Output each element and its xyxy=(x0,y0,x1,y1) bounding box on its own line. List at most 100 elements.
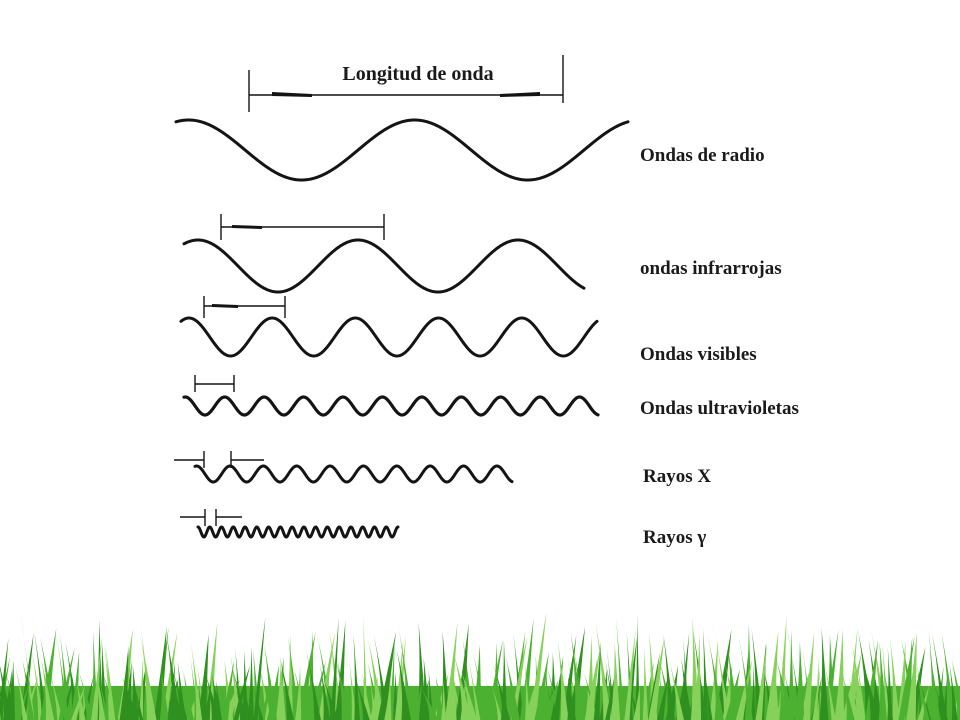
grass-blade xyxy=(605,671,616,720)
grass-blade xyxy=(367,638,385,720)
grass-blade xyxy=(707,633,724,720)
grass-blade xyxy=(231,665,248,720)
grass-blade xyxy=(279,655,294,720)
grass-blade xyxy=(204,672,220,720)
grass-blade xyxy=(473,653,488,720)
grass-blade xyxy=(803,632,815,720)
grass-blade xyxy=(868,639,883,720)
wave-label-radio: Ondas de radio xyxy=(640,145,765,166)
grass-blade xyxy=(642,646,649,720)
grass-blade xyxy=(183,671,194,720)
wave-label-infrared: ondas infrarrojas xyxy=(640,258,782,279)
grass-blade xyxy=(774,662,780,720)
grass-blade xyxy=(774,655,794,720)
grass-blade xyxy=(105,644,116,720)
grass-blade xyxy=(889,638,900,720)
grass-blade xyxy=(882,641,890,720)
wave-row-radio: Ondas de radio xyxy=(174,118,765,182)
grass-blade xyxy=(568,626,586,720)
grass-blade xyxy=(648,637,665,720)
grass-blade xyxy=(396,650,412,720)
grass-blade xyxy=(850,681,864,720)
grass-blade xyxy=(40,627,57,720)
grass-blade xyxy=(501,639,508,720)
visible-wave xyxy=(179,316,599,358)
grass-blade xyxy=(584,659,598,720)
grass-blade xyxy=(71,685,86,720)
grass-blade xyxy=(75,678,86,720)
grass-blade xyxy=(190,643,203,720)
grass-blade xyxy=(750,664,756,720)
grass-blade xyxy=(519,618,534,720)
grass-blade xyxy=(70,651,80,720)
header-label: Longitud de onda xyxy=(342,63,493,85)
grass-blade xyxy=(19,632,34,720)
grass-blade xyxy=(906,631,917,720)
grass-blade xyxy=(852,646,865,720)
header-arrow-left xyxy=(272,92,312,97)
grass-blade xyxy=(942,677,947,720)
infrared-arrow xyxy=(232,225,262,229)
grass-blade xyxy=(656,674,669,720)
grass-blade xyxy=(949,663,958,720)
grass-blade xyxy=(693,634,702,720)
grass-blade xyxy=(861,659,880,720)
grass-blade xyxy=(369,677,377,720)
visible-arrow xyxy=(212,304,238,308)
grass-blade xyxy=(725,668,740,720)
grass-blade xyxy=(633,684,640,720)
grass-blade xyxy=(738,635,753,720)
grass-blade xyxy=(812,668,821,720)
grass-blade xyxy=(319,664,331,720)
grass-blade xyxy=(524,663,531,720)
grass-blade xyxy=(221,660,235,720)
grass-blade xyxy=(253,617,266,720)
grass-blade xyxy=(397,621,414,720)
grass-blade xyxy=(31,646,44,720)
wave-label-gamma: Rayos γ xyxy=(643,527,706,548)
grass-blade xyxy=(205,622,218,720)
grass-blade xyxy=(647,652,660,720)
grass-blade xyxy=(58,647,75,720)
grass-blade xyxy=(610,642,621,720)
grass-blade xyxy=(31,613,48,720)
grass-blade xyxy=(668,658,684,720)
grass-blade xyxy=(211,673,222,720)
grass-blade xyxy=(119,645,129,720)
grass-blade xyxy=(82,674,94,720)
grass-blade xyxy=(529,612,547,720)
grass-blade xyxy=(336,660,351,720)
grass-blade xyxy=(544,679,557,720)
grass-blade xyxy=(330,618,339,720)
grass-blade xyxy=(353,634,360,720)
grass-blade xyxy=(794,641,805,720)
wave-label-ultraviolet: Ondas ultravioletas xyxy=(640,398,799,419)
grass-blade xyxy=(887,647,893,720)
grass-blade xyxy=(712,623,730,720)
grass-blade xyxy=(594,619,612,720)
grass-blade xyxy=(7,660,15,720)
grass-blade xyxy=(543,668,549,720)
grass-blade xyxy=(127,660,144,720)
grass-blade xyxy=(318,632,336,720)
xrays-wave xyxy=(193,464,514,484)
grass-blade xyxy=(941,629,956,720)
grass-blade xyxy=(755,643,767,720)
header-wavelength-dimension: Longitud de onda xyxy=(248,55,564,112)
wave-row-visible: Ondas visibles xyxy=(179,296,757,365)
grass-blade xyxy=(929,621,948,720)
grass-blade xyxy=(624,630,636,720)
grass-blade xyxy=(683,636,690,720)
wave-row-gamma: Rayos γ xyxy=(180,509,706,548)
grass-blade xyxy=(0,665,12,720)
grass-blade xyxy=(25,676,35,720)
grass-blade xyxy=(159,667,169,720)
grass-blade xyxy=(735,659,753,720)
grass-blade xyxy=(349,660,357,720)
grass-blade xyxy=(818,636,836,720)
grass-blade xyxy=(933,684,949,720)
grass-blade xyxy=(20,613,35,720)
grass-blade xyxy=(842,675,855,720)
grass-blade xyxy=(878,641,887,720)
grass-blade xyxy=(825,633,835,720)
